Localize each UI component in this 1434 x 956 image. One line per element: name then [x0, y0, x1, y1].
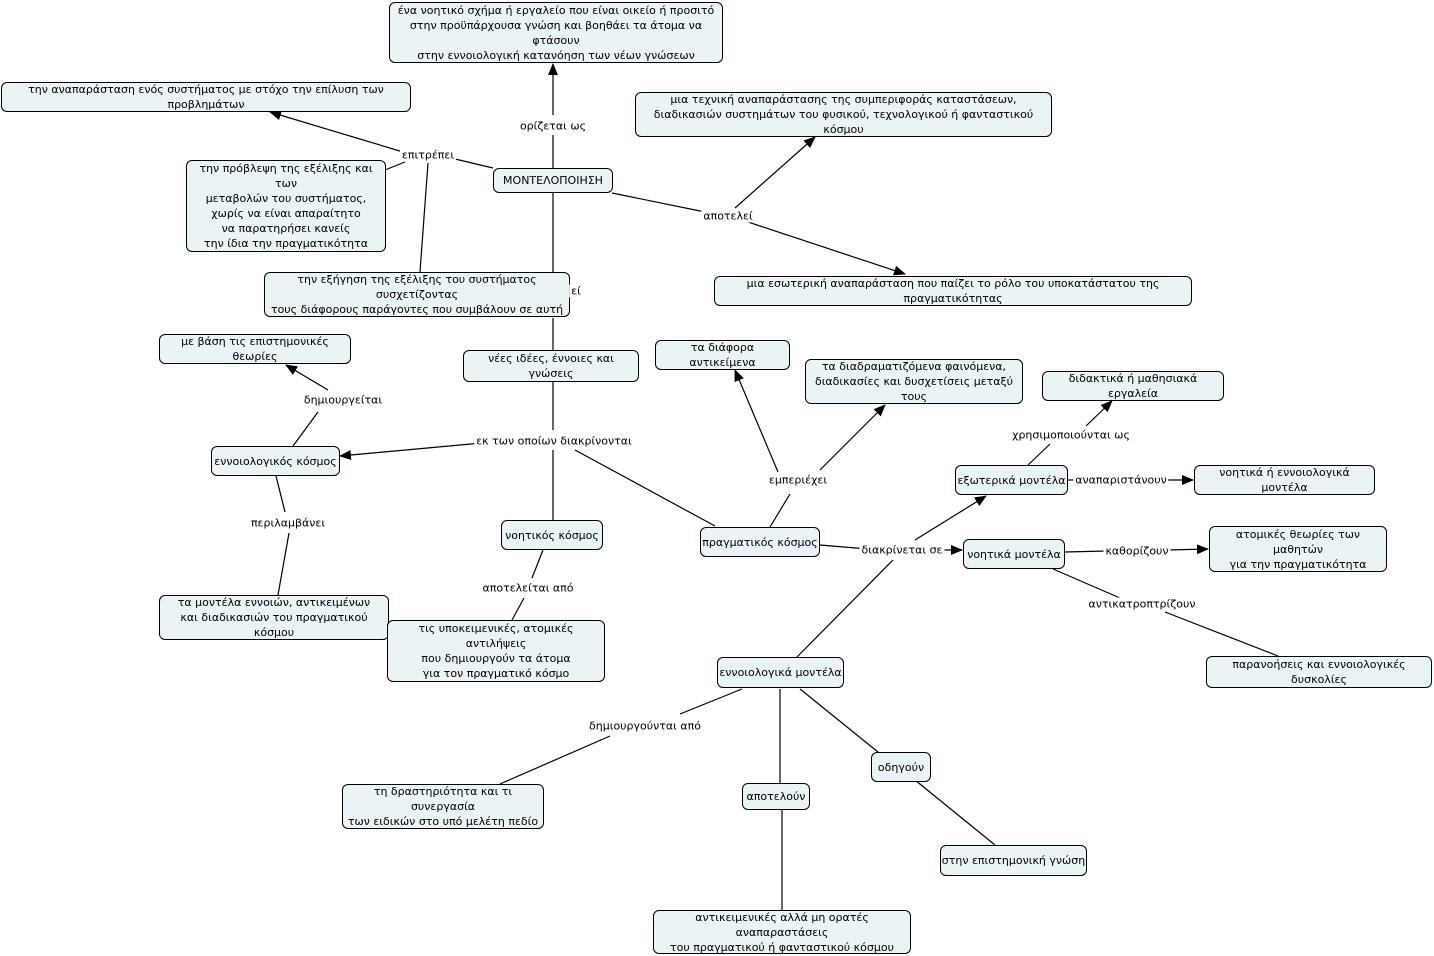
concept-node-conceptual-models[interactable]: εννοιολογικά μοντέλα: [717, 657, 844, 688]
concept-node-mental-models[interactable]: νοητικά μοντέλα: [963, 539, 1065, 569]
concept-node-system-representation[interactable]: την αναπαράσταση ενός συστήματος με στόχ…: [1, 82, 411, 112]
concept-node-mental-schema-definition[interactable]: ένα νοητικό σχήμα ή εργαλείο που είναι ο…: [389, 2, 723, 63]
concept-node-constitute[interactable]: αποτελούν: [742, 783, 810, 810]
concept-node-scientific-knowledge[interactable]: στην επιστημονική γνώση: [940, 845, 1087, 876]
link-label-reflect: αντικατροπτρίζουν: [1086, 597, 1198, 611]
link-label-used-as: χρησιμοποιούνται ως: [1010, 428, 1132, 442]
concept-node-models-of-concepts[interactable]: τα μοντέλα εννοιών, αντικειμένων και δια…: [159, 595, 389, 640]
concept-node-internal-representation[interactable]: μια εσωτερική αναπαράσταση που παίζει το…: [714, 276, 1192, 306]
link-label-represent: αναπαριστάνουν: [1073, 473, 1169, 487]
concept-node-new-ideas[interactable]: νέες ιδέες, έννοιες και γνώσεις: [463, 350, 639, 382]
link-label-contains: εμπεριέχει: [766, 473, 830, 487]
link-label-consists-of: αποτελείται από: [480, 581, 576, 595]
concept-node-phenomena[interactable]: τα διαδραματιζόμενα φαινόμενα, διαδικασί…: [805, 359, 1023, 404]
concept-node-various-objects[interactable]: τα διάφορα αντικείμενα: [655, 340, 790, 370]
link-label-determine: καθορίζουν: [1103, 544, 1171, 558]
link-label-constitutes: αποτελεί: [701, 209, 755, 223]
concept-node-lead[interactable]: οδηγούν: [871, 752, 931, 782]
concept-node-explanation[interactable]: την εξήγηση της εξέλιξης του συστήματος …: [264, 272, 570, 317]
concept-node-individual-theories[interactable]: ατομικές θεωρίες των μαθητών για την πρα…: [1209, 526, 1387, 572]
concept-node-misconceptions[interactable]: παρανοήσεις και εννοιολογικές δυσκολίες: [1206, 656, 1432, 688]
concept-node-scientific-theories-basis[interactable]: με βάση τις επιστημονικές θεωρίες: [159, 334, 351, 364]
concept-node-mental-conceptual-models[interactable]: νοητικά ή εννοιολογικά μοντέλα: [1194, 465, 1375, 495]
concept-node-conceptual-world[interactable]: εννοιολογικός κόσμος: [211, 446, 340, 476]
concept-node-prediction[interactable]: την πρόβλεψη της εξέλιξης και των μεταβο…: [186, 160, 386, 252]
concept-node-representation-technique[interactable]: μια τεχνική αναπαράστασης της συμπεριφορ…: [635, 92, 1052, 137]
link-label-are-created-by: δημιουργούνται από: [587, 719, 703, 733]
concept-node-external-models[interactable]: εξωτερικά μοντέλα: [955, 465, 1068, 495]
link-label-defined-as: ορίζεται ως: [517, 119, 589, 133]
concept-node-real-world[interactable]: πραγματικός κόσμος: [700, 527, 820, 557]
link-label-allows: επιτρέπει: [399, 148, 457, 162]
concept-node-teaching-tools[interactable]: διδακτικά ή μαθησιακά εργαλεία: [1042, 371, 1224, 401]
link-label-is-created: δημιουργείται: [301, 393, 385, 407]
concept-node-subjective-perceptions[interactable]: τις υποκειμενικές, ατομικές αντιλήψεις π…: [387, 620, 605, 682]
concept-node-objective-representations[interactable]: αντικειμενικές αλλά μη ορατές αναπαραστά…: [653, 910, 911, 954]
concept-node-experts-activity[interactable]: τη δραστηριότητα και τι συνεργασία των ε…: [342, 784, 544, 829]
link-label-is-divided-into: διακρίνεται σε: [859, 543, 945, 557]
link-label-includes: περιλαμβάνει: [248, 516, 328, 530]
concept-node-modelling[interactable]: ΜΟΝΤΕΛΟΠΟΙΗΣΗ: [493, 168, 613, 193]
link-label-fragment: εί: [569, 284, 583, 298]
concept-node-mental-world[interactable]: νοητικός κόσμος: [501, 520, 603, 550]
link-label-of-which-distinguished: εκ των οποίων διακρίνονται: [474, 434, 634, 448]
